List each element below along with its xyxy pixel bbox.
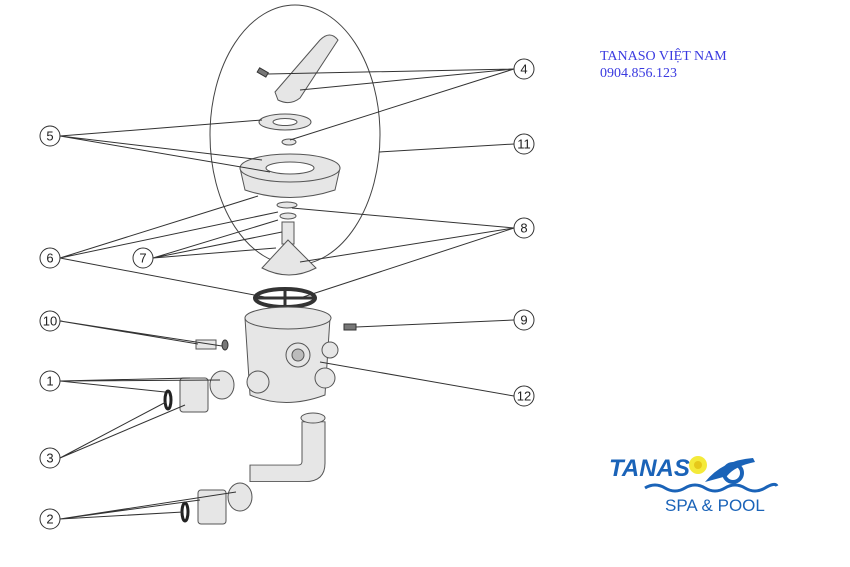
callout-9: 9 [513, 309, 535, 331]
svg-text:7: 7 [139, 251, 146, 266]
svg-text:4: 4 [520, 62, 527, 77]
small-washer [281, 138, 297, 146]
rotor [261, 239, 317, 276]
callout-6: 6 [39, 247, 61, 269]
callout-11: 11 [513, 133, 535, 155]
company-info: TANASO VIỆT NAM 0904.856.123 [600, 48, 727, 82]
company-name: TANASO VIỆT NAM [600, 49, 727, 64]
union-nut-lower [197, 489, 227, 525]
callout-12: 12 [513, 385, 535, 407]
parts-drawing [163, 4, 381, 525]
svg-text:9: 9 [520, 313, 527, 328]
svg-text:11: 11 [517, 137, 531, 152]
svg-text:2: 2 [46, 512, 53, 527]
callout-5: 5 [39, 125, 61, 147]
union-nut [179, 377, 209, 413]
svg-text:TANAS: TANAS [609, 455, 690, 482]
upper-assembly-outline [209, 4, 381, 266]
callout-2: 2 [39, 508, 61, 530]
leader-lines [59, 68, 515, 520]
company-phone: 0904.856.123 [600, 66, 677, 81]
svg-text:1: 1 [46, 374, 53, 389]
o-ring [163, 389, 173, 411]
handle-pin [256, 67, 270, 78]
plug [195, 339, 217, 350]
svg-text:12: 12 [517, 389, 531, 404]
svg-text:8: 8 [520, 221, 527, 236]
svg-text:6: 6 [46, 251, 53, 266]
callout-1: 1 [39, 370, 61, 392]
callout-4: 4 [513, 58, 535, 80]
tanaso-logo: TANAS SPA & POOL [609, 455, 779, 515]
wave-icon [644, 482, 779, 493]
callout-8: 8 [513, 217, 535, 239]
svg-text:3: 3 [46, 451, 53, 466]
swimmer-icon [705, 458, 755, 484]
svg-text:10: 10 [43, 314, 57, 329]
elbow-pipe [249, 421, 326, 483]
handle [274, 34, 339, 104]
flower-icon [689, 456, 707, 474]
callout-10: 10 [39, 310, 61, 332]
drain-screw [343, 323, 357, 331]
svg-text:5: 5 [46, 129, 53, 144]
svg-text:SPA & POOL: SPA & POOL [665, 496, 765, 515]
callout-3: 3 [39, 447, 61, 469]
callout-7: 7 [132, 247, 154, 269]
